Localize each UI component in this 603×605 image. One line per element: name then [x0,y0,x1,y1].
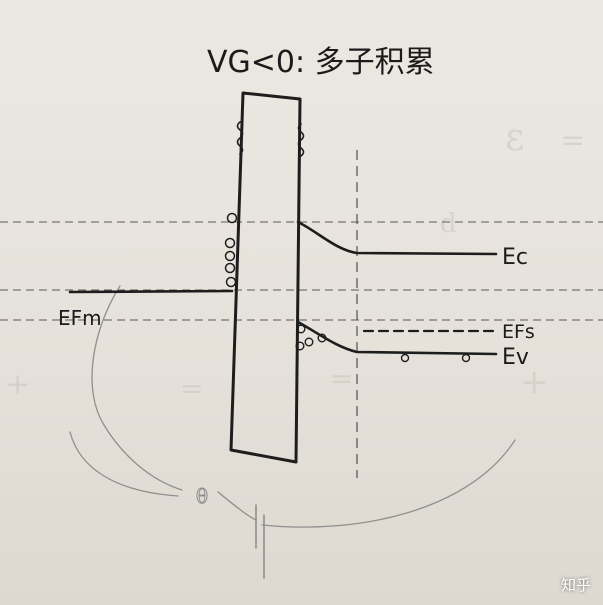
bleed-text: ε [505,115,525,159]
dashed-guides [0,150,603,478]
charge-circle [226,212,238,224]
diagram-title: VG<0: 多子积累 [207,45,435,80]
bleed-text: d [440,209,457,239]
bleed-text: + [5,367,30,402]
hole-circle [296,324,306,334]
hole-circle [295,341,305,351]
hole-circle [461,353,471,363]
circuit-wire-left [91,285,183,491]
battery-polarity-symbol: θ [196,484,208,508]
hole-circle [317,333,327,343]
oxide-layer [229,91,305,464]
metal-charges [224,212,238,288]
bleed-text: = [330,362,353,395]
semiconductor-side [295,220,498,363]
hole-circle [400,353,410,363]
label-ev: Ev [502,345,529,370]
charge-circle [225,276,237,288]
charge-circle [224,250,236,262]
accumulated-holes [295,324,471,363]
charge-circle [224,262,236,274]
bleed-text: = [180,372,203,405]
bleed-text: = [560,123,585,158]
metal-side [68,212,238,294]
conduction-band-edge [296,220,498,256]
circuit-wire-to-battery [217,491,257,521]
label-ec: Ec [502,245,528,270]
charge-circle [224,237,236,249]
oxide-coil-left [236,121,244,155]
background-bleed-through: ε = d = + + = [5,115,585,405]
bias-circuit: θ [69,285,516,579]
oxide-rectangle [229,91,302,464]
zhihu-watermark: 知乎 [560,576,591,594]
hole-circle [304,337,314,347]
bleed-text: + [520,362,549,402]
circuit-wire-right [261,439,516,528]
label-efs: EFs [502,321,535,343]
circuit-wire-outer [69,431,179,497]
metal-fermi-level [68,289,234,294]
oxide-coil-right [297,123,305,157]
valence-band-edge [296,320,498,356]
label-efm: EFm [58,306,102,330]
band-labels: VG<0: 多子积累 EFm Ec EFs Ev [58,45,535,370]
